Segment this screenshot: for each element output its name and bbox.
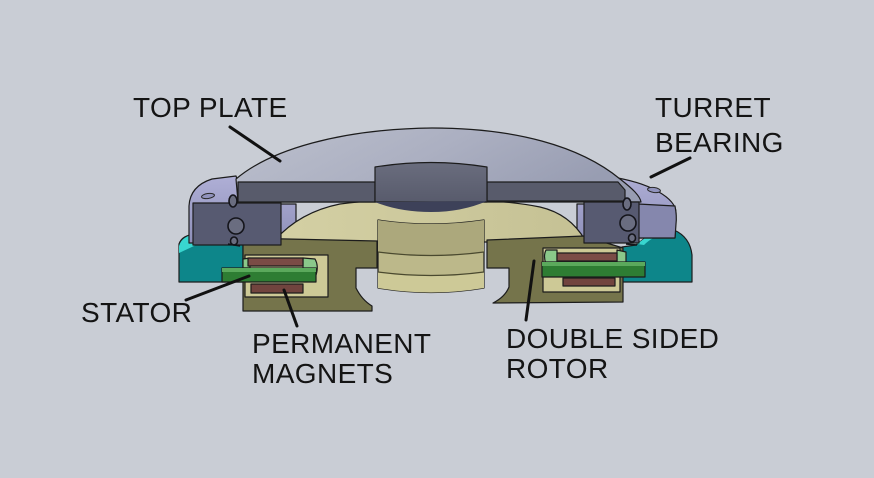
label-turret-bearing: TURRET BEARING bbox=[655, 90, 784, 160]
leader-stator bbox=[184, 274, 251, 302]
label-double-sided-rotor-line1: DOUBLE SIDED bbox=[506, 323, 720, 354]
leader-top-plate bbox=[228, 125, 282, 163]
permanent-magnet-left-upper bbox=[247, 257, 304, 267]
turret-bearing-right-front bbox=[637, 203, 677, 239]
permanent-magnet-right-lower bbox=[562, 277, 616, 287]
rotor-hub-lower-band bbox=[378, 272, 484, 293]
leader-turret-bearing bbox=[649, 156, 692, 179]
screw-hole-left bbox=[201, 192, 215, 200]
label-permanent-magnets: PERMANENT MAGNETS bbox=[252, 329, 431, 389]
stator-plate-right-top bbox=[542, 262, 645, 266]
stator-plate-left-top bbox=[222, 268, 316, 272]
bearing-ball-chain-right bbox=[619, 197, 638, 246]
top-plate-hub bbox=[374, 161, 488, 203]
top-plate-section-left bbox=[237, 181, 376, 203]
label-stator: STATOR bbox=[81, 298, 192, 328]
label-permanent-magnets-line2: MAGNETS bbox=[252, 358, 394, 389]
label-top-plate: TOP PLATE bbox=[133, 93, 288, 123]
label-stator-text: STATOR bbox=[81, 297, 193, 328]
label-turret-bearing-line1: TURRET bbox=[655, 92, 771, 123]
top-plate-inner-shadow bbox=[375, 201, 487, 212]
label-turret-bearing-line2: BEARING bbox=[655, 127, 784, 158]
rotor-hub bbox=[377, 219, 485, 294]
rotor-hub-upper-band bbox=[378, 220, 484, 256]
permanent-magnet-right-upper bbox=[556, 252, 618, 262]
label-double-sided-rotor: DOUBLE SIDED ROTOR bbox=[506, 324, 719, 384]
label-top-plate-text: TOP PLATE bbox=[133, 92, 288, 123]
label-double-sided-rotor-line2: ROTOR bbox=[506, 353, 609, 384]
turret-bearing-section-right bbox=[583, 201, 640, 244]
leader-double-sided-rotor bbox=[524, 259, 536, 322]
label-permanent-magnets-line1: PERMANENT bbox=[252, 328, 432, 359]
bearing-ball-chain-left bbox=[227, 194, 245, 247]
screw-hole-right bbox=[647, 186, 661, 194]
top-plate-section-right bbox=[486, 181, 626, 202]
stator-magnets-right bbox=[541, 249, 646, 287]
permanent-magnet-left-lower bbox=[250, 283, 304, 294]
leader-permanent-magnets bbox=[282, 288, 299, 328]
